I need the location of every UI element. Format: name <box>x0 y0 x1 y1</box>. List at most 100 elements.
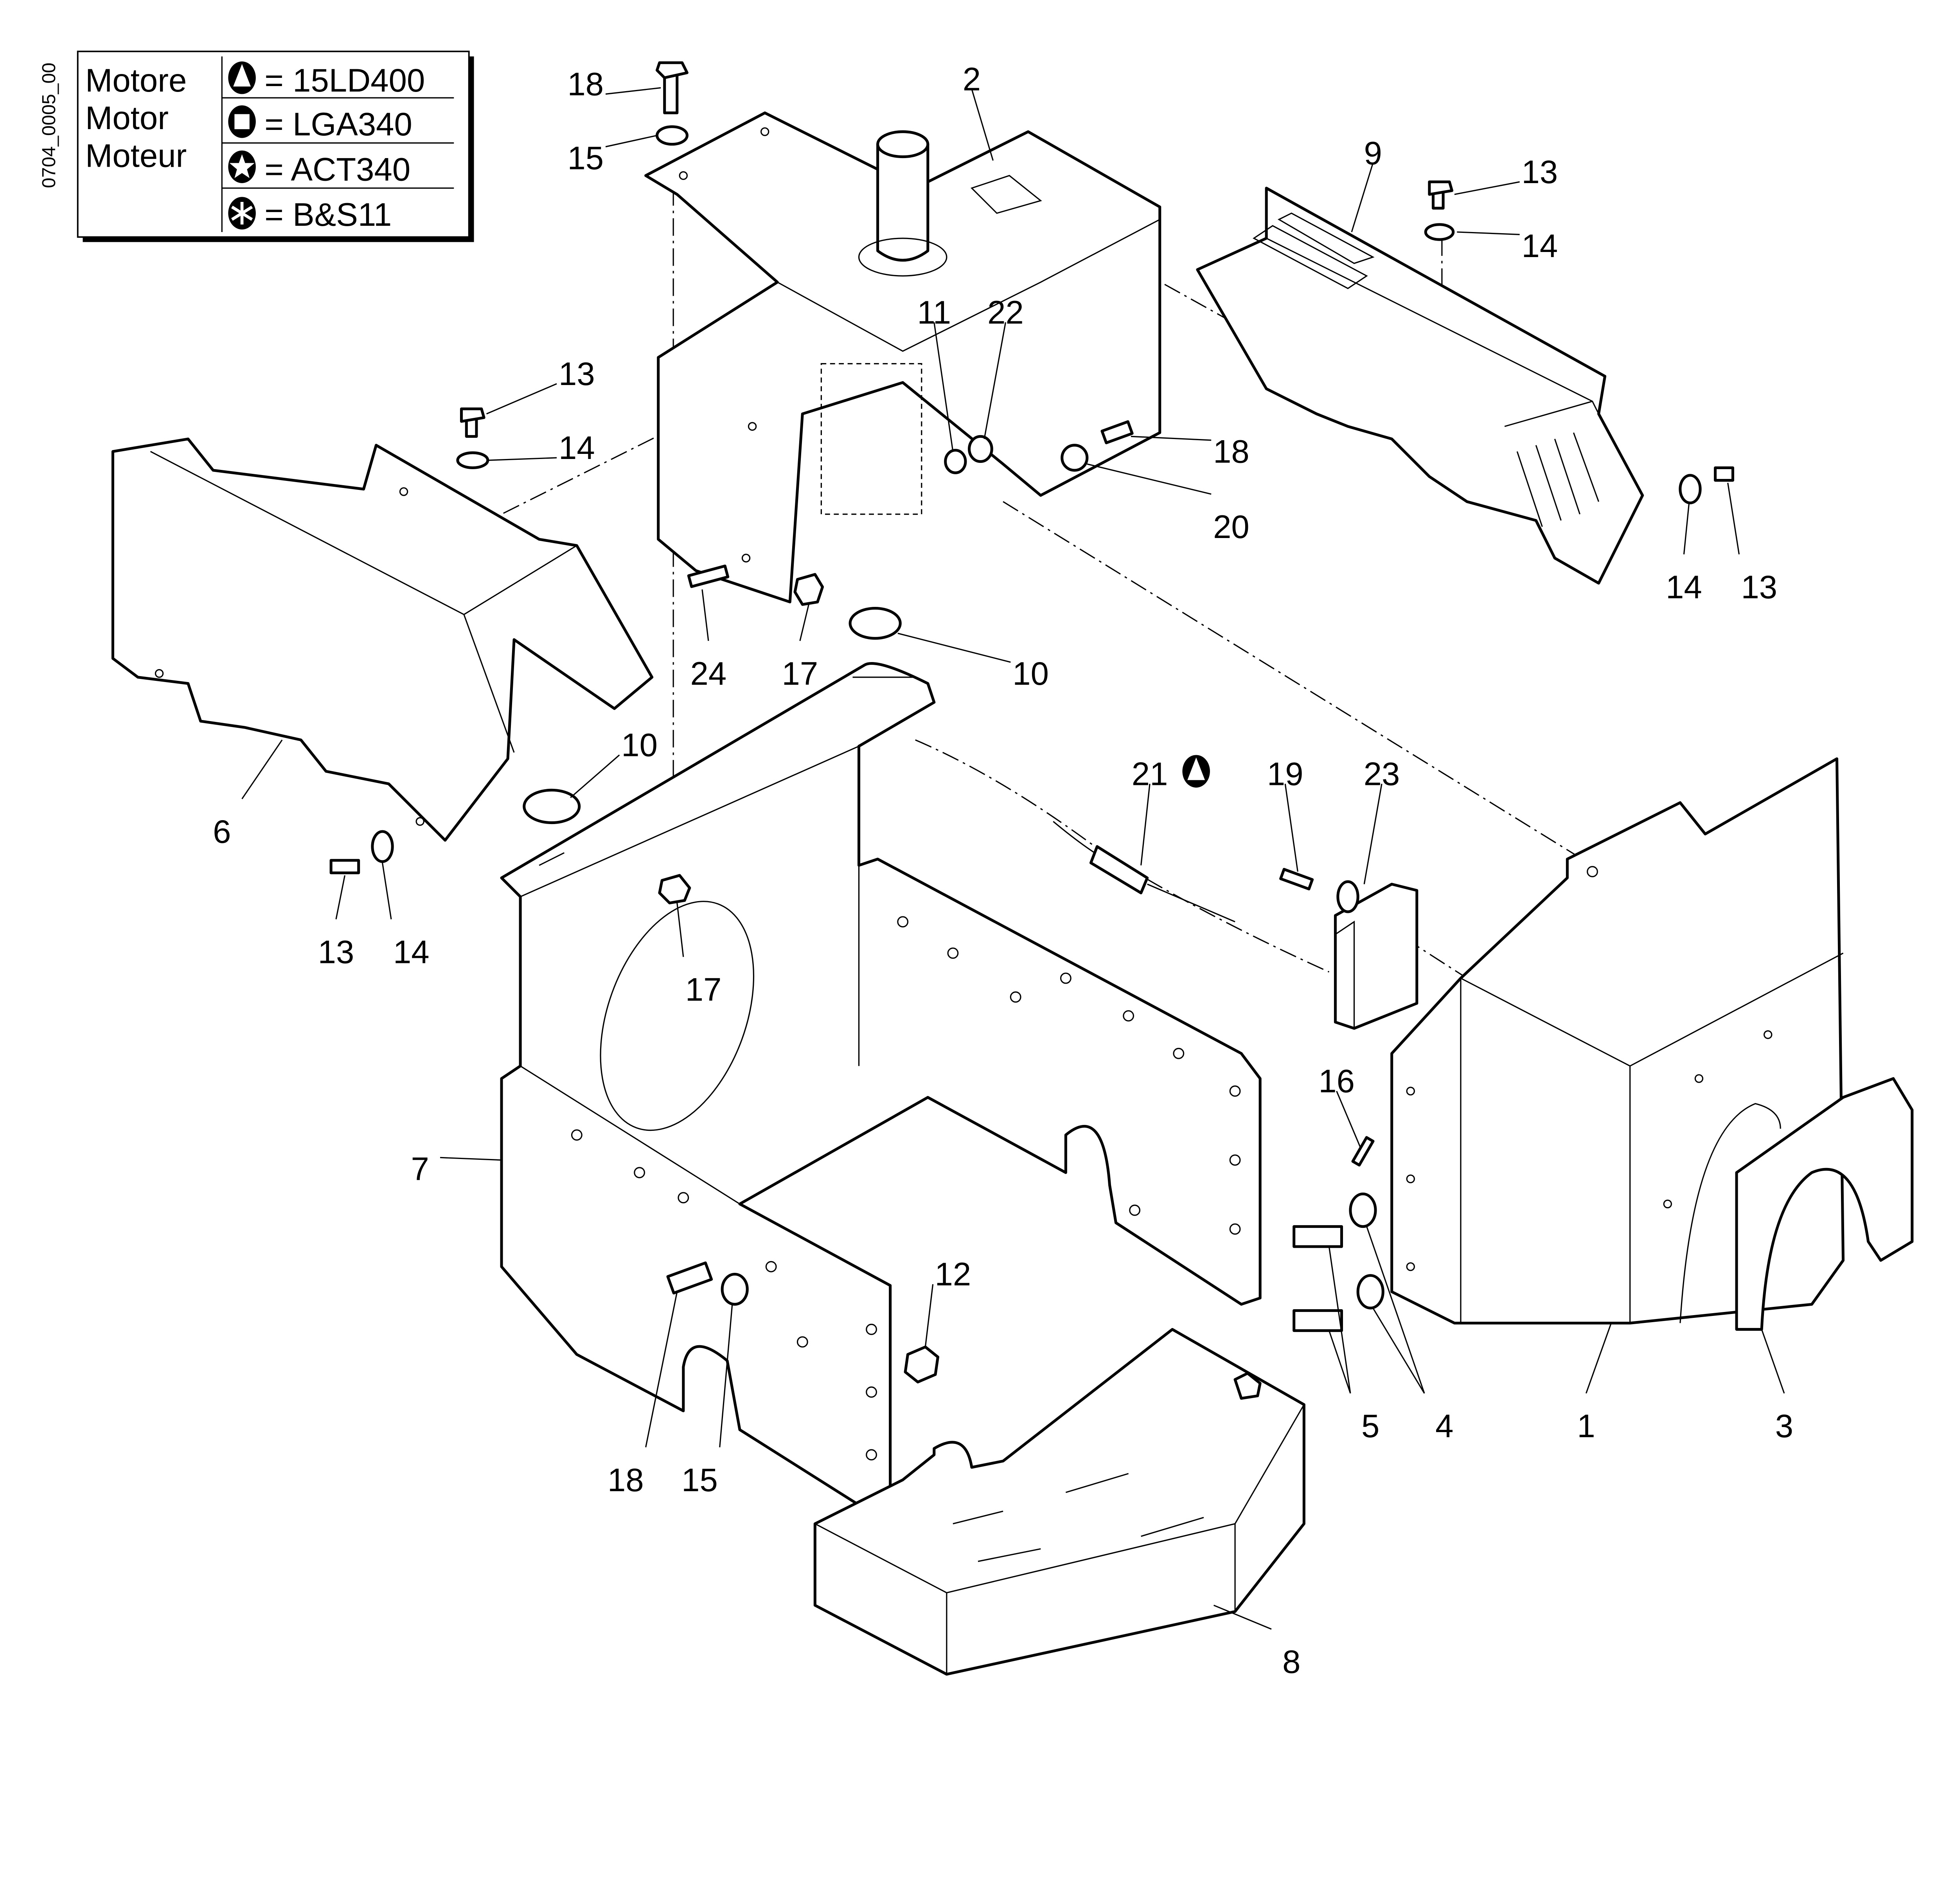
callout-14: 14 <box>381 862 430 970</box>
engine-legend: Motore Motor Moteur = 15LD400 = LGA340 =… <box>77 50 474 242</box>
bolt-13-right-top <box>1428 180 1454 210</box>
nut-22 <box>968 435 993 463</box>
leader-line <box>1140 784 1151 866</box>
part-21-sensor-cable <box>1053 821 1235 923</box>
callout-number: 14 <box>1666 569 1702 605</box>
leader-line <box>897 633 1011 663</box>
part-6-left-cover <box>111 437 654 842</box>
legend-heading-de: Motor <box>85 100 169 136</box>
callout-number: 24 <box>690 655 727 692</box>
leader-line <box>1372 1308 1425 1394</box>
leader-line <box>1363 783 1383 884</box>
callout-number: 6 <box>213 813 231 850</box>
exploded-parts-diagram: 0704_0005_00 Motore Motor Moteur = 15LD4… <box>38 50 1914 1680</box>
callout-9: 9 <box>1351 135 1382 232</box>
callout-21: 21 <box>1132 756 1168 866</box>
callout-10: 10 <box>897 633 1049 692</box>
grommet-10-left <box>523 788 581 824</box>
callout-number: 17 <box>685 972 722 1008</box>
grommet-10-right <box>849 606 902 640</box>
callout-number: 21 <box>1132 756 1168 792</box>
callout-number: 4 <box>1435 1408 1453 1444</box>
part-9-right-top-cover <box>1196 187 1644 585</box>
callout-number: 13 <box>1522 154 1558 190</box>
callout-10: 10 <box>570 727 658 798</box>
nut-17-top <box>793 573 824 606</box>
star-circle-icon <box>228 150 256 183</box>
callout-number: 17 <box>782 655 818 692</box>
leader-line <box>1727 482 1740 554</box>
callout-number: 16 <box>1318 1063 1355 1100</box>
washer-11 <box>944 449 967 474</box>
leader-line <box>971 89 994 161</box>
bolt-13-lower-left <box>329 859 360 875</box>
callout-number: 10 <box>621 727 658 763</box>
callout-22: 22 <box>983 294 1024 439</box>
callout-13: 13 <box>318 875 354 970</box>
washers-4 <box>1349 1192 1384 1310</box>
bolt-13-left <box>460 407 485 438</box>
callout-16: 16 <box>1318 1063 1361 1148</box>
callout-number: 8 <box>1282 1644 1300 1680</box>
callout-13: 13 <box>1727 482 1777 605</box>
leader-line <box>1585 1323 1612 1394</box>
callout-11: 11 <box>917 294 954 452</box>
legend-heading-it: Motore <box>85 62 187 99</box>
leader-line <box>1213 1605 1272 1630</box>
hardware <box>329 61 1735 1384</box>
callout-number: 3 <box>1775 1408 1793 1444</box>
pin-16 <box>1351 1136 1375 1167</box>
callout-1: 1 <box>1577 1323 1612 1444</box>
legend-entry-lga340: = LGA340 <box>264 106 412 142</box>
leader-line <box>440 1157 502 1161</box>
callout-number: 14 <box>559 430 595 466</box>
nut-12 <box>904 1345 939 1384</box>
part-8-bottom-tray <box>813 1328 1305 1676</box>
part-7-main-frame <box>500 662 1262 1506</box>
leader-line <box>1457 231 1520 235</box>
callout-number: 15 <box>681 1462 718 1498</box>
callout-23: 23 <box>1363 756 1400 884</box>
leader-line <box>605 87 661 95</box>
callout-number: 5 <box>1361 1408 1379 1444</box>
washer-14-right <box>1679 474 1702 504</box>
callout-3: 3 <box>1761 1329 1793 1444</box>
callout-14: 14 <box>1457 228 1558 264</box>
washer-14-left <box>456 451 489 470</box>
callout-number: 13 <box>559 356 595 392</box>
leader-line <box>1351 163 1374 232</box>
callout-number: 10 <box>1012 655 1049 692</box>
washer-15-lower <box>721 1272 749 1306</box>
leader-line <box>1366 1226 1425 1394</box>
callout-15: 15 <box>567 135 657 176</box>
part-23-switch <box>1334 880 1418 1030</box>
leader-line <box>676 903 684 957</box>
part-1-right-housing <box>1390 757 1845 1325</box>
legend-heading-fr: Moteur <box>85 137 187 174</box>
asterisk-circle-icon <box>228 197 256 230</box>
leader-line <box>489 457 557 461</box>
leader-line <box>701 589 709 641</box>
nut-17-lower <box>658 874 691 905</box>
callout-number: 18 <box>1213 434 1249 470</box>
leader-line <box>486 383 557 415</box>
callout-number: 14 <box>1522 228 1558 264</box>
legend-entry-15ld400: = 15LD400 <box>264 62 425 99</box>
callout-6: 6 <box>213 740 283 850</box>
legend-entry-bs11: = B&S11 <box>264 196 392 233</box>
leader-line <box>924 1284 934 1347</box>
triangle-circle-icon <box>1182 755 1210 788</box>
leader-line <box>1087 463 1212 495</box>
leader-line <box>381 862 392 920</box>
callout-14: 14 <box>489 430 595 466</box>
callout-7: 7 <box>411 1151 502 1187</box>
leader-line <box>645 1291 678 1448</box>
callout-number: 14 <box>393 934 430 970</box>
callout-2: 2 <box>963 61 994 161</box>
leader-line <box>983 322 1007 439</box>
leader-line <box>1131 436 1212 441</box>
bolts-5 <box>1293 1225 1343 1332</box>
leader-line <box>605 135 657 148</box>
callout-number: 20 <box>1213 509 1249 545</box>
